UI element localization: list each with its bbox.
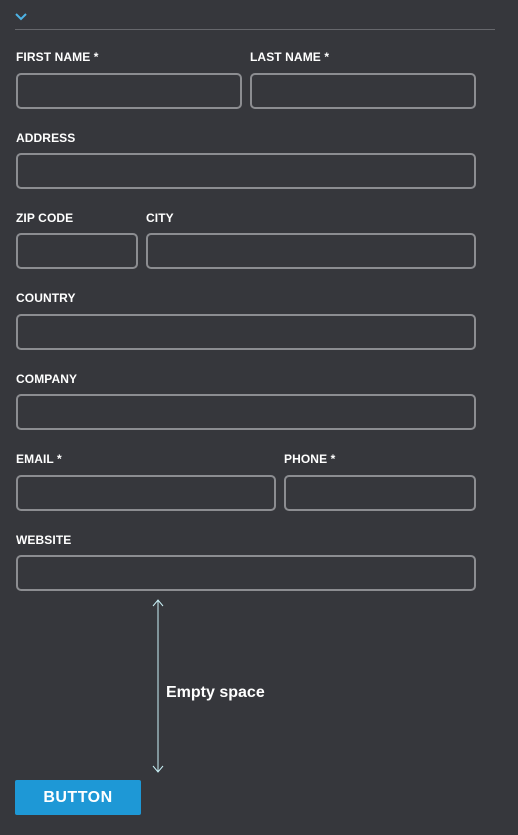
phone-field[interactable] [284,475,476,511]
zip-code-label: ZIP CODE [16,211,74,225]
country-label: COUNTRY [16,291,76,305]
company-label: COMPANY [16,372,78,386]
city-label: CITY [146,211,174,225]
email-label: EMAIL * [16,452,62,466]
double-arrow-vertical-icon [152,599,164,773]
phone-label: PHONE * [284,452,336,466]
company-field[interactable] [16,394,476,430]
website-field[interactable] [16,555,476,591]
last-name-field[interactable] [250,73,476,109]
first-name-label: FIRST NAME * [16,50,99,64]
website-label: WEBSITE [16,533,72,547]
city-field[interactable] [146,233,476,269]
address-label: ADDRESS [16,131,76,145]
empty-space-annotation: Empty space [166,684,265,701]
zip-code-field[interactable] [16,233,138,269]
chevron-down-icon[interactable] [14,12,28,22]
address-field[interactable] [16,153,476,189]
first-name-field[interactable] [16,73,242,109]
submit-button[interactable]: BUTTON [15,780,141,815]
header-divider [15,29,495,30]
email-field[interactable] [16,475,276,511]
last-name-label: LAST NAME * [250,50,330,64]
country-field[interactable] [16,314,476,350]
